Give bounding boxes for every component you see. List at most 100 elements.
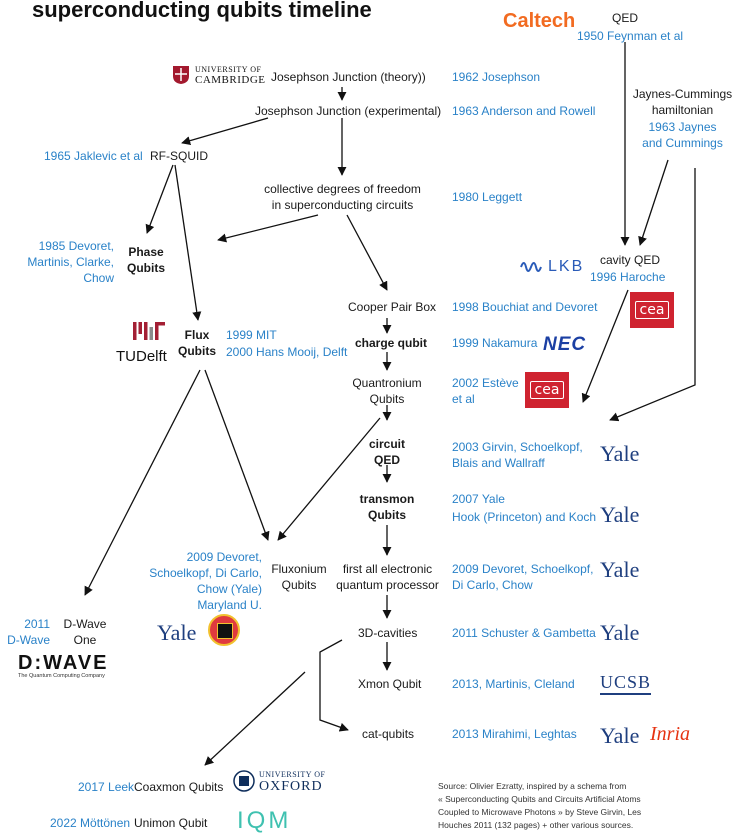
iqm-logo: IQM	[237, 807, 292, 834]
inria-logo: Inria	[650, 723, 690, 745]
ref-haroche: 1996 Haroche	[590, 270, 666, 284]
nec-logo: NEC	[543, 334, 587, 355]
arrow-collective-phase	[217, 214, 319, 243]
node-qed: QED	[612, 11, 639, 25]
ref-leggett: 1980 Leggett	[452, 190, 523, 204]
lkb-logo: LKB	[520, 258, 584, 276]
node-rf-squid: RF-SQUID	[150, 149, 208, 163]
phase-line2: Qubits	[127, 261, 165, 275]
ref-esteve-line2: et al	[452, 392, 475, 406]
ref-girvin-line2: Blais and Wallraff	[452, 456, 545, 470]
quantronium-line2: Qubits	[369, 392, 405, 406]
fluxonium-line1: Fluxonium	[271, 562, 327, 576]
source-line2: « Superconducting Qubits and Circuits Ar…	[438, 794, 641, 804]
source-line4: Houches 2011 (132 pages) + other various…	[438, 820, 634, 830]
ref-fluxonium-line2: Schoelkopf, Di Carlo,	[149, 566, 262, 580]
yale-logo-4: Yale	[157, 620, 197, 645]
cambridge-line2: CAMBRIDGE	[195, 74, 266, 86]
node-charge-qubit: charge qubit	[355, 336, 428, 350]
cea-logo-1: cea	[630, 292, 674, 328]
arrow-cqed-fluxonium	[277, 417, 381, 541]
cambridge-line1: UNIVERSITY OF	[195, 65, 262, 74]
cqed-line1: circuit	[368, 437, 405, 451]
node-flux-qubits: Flux Qubits	[172, 327, 222, 359]
node-phase-qubits: Phase Qubits	[118, 244, 174, 276]
mit-logo	[133, 322, 165, 340]
node-coaxmon: Coaxmon Qubits	[134, 780, 224, 794]
arrow-jaynes-cavity	[638, 159, 669, 246]
caltech-logo: Caltech	[503, 10, 576, 32]
jaynes-line1: Jaynes-Cummings	[632, 87, 733, 101]
ref-mooij: 2000 Hans Mooij, Delft	[226, 345, 348, 359]
quantronium-line1: Quantronium	[352, 376, 422, 390]
ref-jaynes-line2: and Cummings	[642, 136, 723, 150]
ref-dwave-2011: 2011 D-Wave	[2, 616, 50, 648]
yale-logo-5: Yale	[600, 620, 640, 645]
ref-mit-1999: 1999 MIT	[226, 328, 277, 342]
arrow-flux-dwave	[84, 369, 201, 596]
ref-devoret85-line1: 1985 Devoret,	[38, 239, 114, 253]
ref-fluxonium-line4: Maryland U.	[197, 598, 262, 612]
ref-devoret-1985: 1985 Devoret, Martinis, Clarke, Chow	[10, 238, 114, 286]
allelec-line2: quantum processor	[336, 578, 439, 592]
lkb-wave-icon	[520, 262, 542, 272]
transmon-line2: Qubits	[368, 508, 406, 522]
node-cavity-qed: cavity QED	[600, 253, 661, 267]
node-3d-cavities: 3D-cavities	[358, 626, 418, 640]
ref-allelec-line1: 2009 Devoret, Schoelkopf,	[452, 562, 594, 576]
ref-allelec-2009: 2009 Devoret, Schoelkopf, Di Carlo, Chow	[452, 561, 593, 593]
arrow-jaynes2-cqed	[609, 168, 696, 422]
cambridge-shield-icon	[173, 66, 189, 84]
arrow-jjexp-rfsquid	[181, 117, 269, 146]
oxford-line1: UNIVERSITY OF	[259, 770, 326, 779]
cea-logo-2: cea	[525, 372, 569, 408]
oxford-logo: UNIVERSITY OF OXFORD	[233, 769, 326, 794]
ref-leek: 2017 Leek	[78, 780, 135, 794]
ref-yale-2007: 2007 Yale Hook (Princeton) and Koch	[452, 491, 596, 525]
collective-line1: collective degrees of freedom	[264, 182, 421, 196]
arrow-3d-coaxmon	[204, 671, 306, 766]
jaynes-line2: hamiltonian	[651, 103, 714, 117]
flux-line1: Flux	[184, 328, 210, 342]
tudelft-logo: TUDelft	[116, 348, 167, 365]
maryland-seal-icon	[208, 614, 240, 646]
source-line1: Source: Olivier Ezratty, inspired by a s…	[438, 781, 627, 791]
source-note: Source: Olivier Ezratty, inspired by a s…	[438, 780, 738, 832]
ref-fluxonium-line1: 2009 Devoret,	[186, 550, 262, 564]
node-quantronium: Quantronium Qubits	[342, 375, 432, 407]
source-line3: Coupled to Microwave Photons » by Steve …	[438, 807, 642, 817]
cqed-line2: QED	[373, 453, 400, 467]
ref-mirahimi: 2013 Mirahimi, Leghtas	[452, 727, 577, 741]
arrow-rfsquid-flux	[174, 164, 202, 321]
oxford-line2: OXFORD	[259, 779, 323, 794]
ref-feynman: 1950 Feynman et al	[577, 29, 684, 43]
ucsb-logo: UCSB	[600, 672, 652, 695]
ref-dwave-line1: 2011	[24, 617, 50, 631]
ref-schuster: 2011 Schuster & Gambetta	[452, 626, 596, 640]
ref-esteve-line1: 2002 Estève	[452, 376, 519, 390]
fluxonium-line2: Qubits	[281, 578, 317, 592]
ref-dwave-line2: D-Wave	[7, 633, 50, 647]
ref-allelec-line2: Di Carlo, Chow	[452, 578, 533, 592]
node-jaynes-cummings: Jaynes-Cummings hamiltonian	[625, 86, 740, 118]
ref-anderson: 1963 Anderson and Rowell	[452, 104, 596, 118]
ref-jaklevic: 1965 Jaklevic et al	[44, 149, 143, 163]
ref-bouchiat: 1998 Bouchiat and Devoret	[452, 300, 598, 314]
node-unimon: Unimon Qubit	[134, 816, 208, 830]
ref-fluxonium-2009: 2009 Devoret, Schoelkopf, Di Carlo, Chow…	[110, 549, 262, 613]
node-cat-qubits: cat-qubits	[362, 727, 415, 741]
node-jj-experimental: Josephson Junction (experimental)	[255, 104, 442, 118]
ref-josephson: 1962 Josephson	[452, 70, 541, 84]
flux-line2: Qubits	[178, 344, 216, 358]
arrow-3d-cat	[319, 639, 349, 732]
transmon-line1: transmon	[359, 492, 415, 506]
yale-logo-1: Yale	[600, 441, 640, 466]
arrow-rfsquid-phase	[145, 164, 174, 234]
ref-martinis: 2013, Martinis, Cleland	[452, 677, 575, 691]
node-cooper-pair-box: Cooper Pair Box	[348, 300, 437, 314]
ref-jaynes: 1963 Jaynes and Cummings	[625, 119, 740, 151]
yale-logo-6: Yale	[600, 723, 640, 748]
arrow-collective-cpb	[346, 214, 388, 291]
ref-yale07-line1: 2007 Yale	[452, 492, 505, 506]
